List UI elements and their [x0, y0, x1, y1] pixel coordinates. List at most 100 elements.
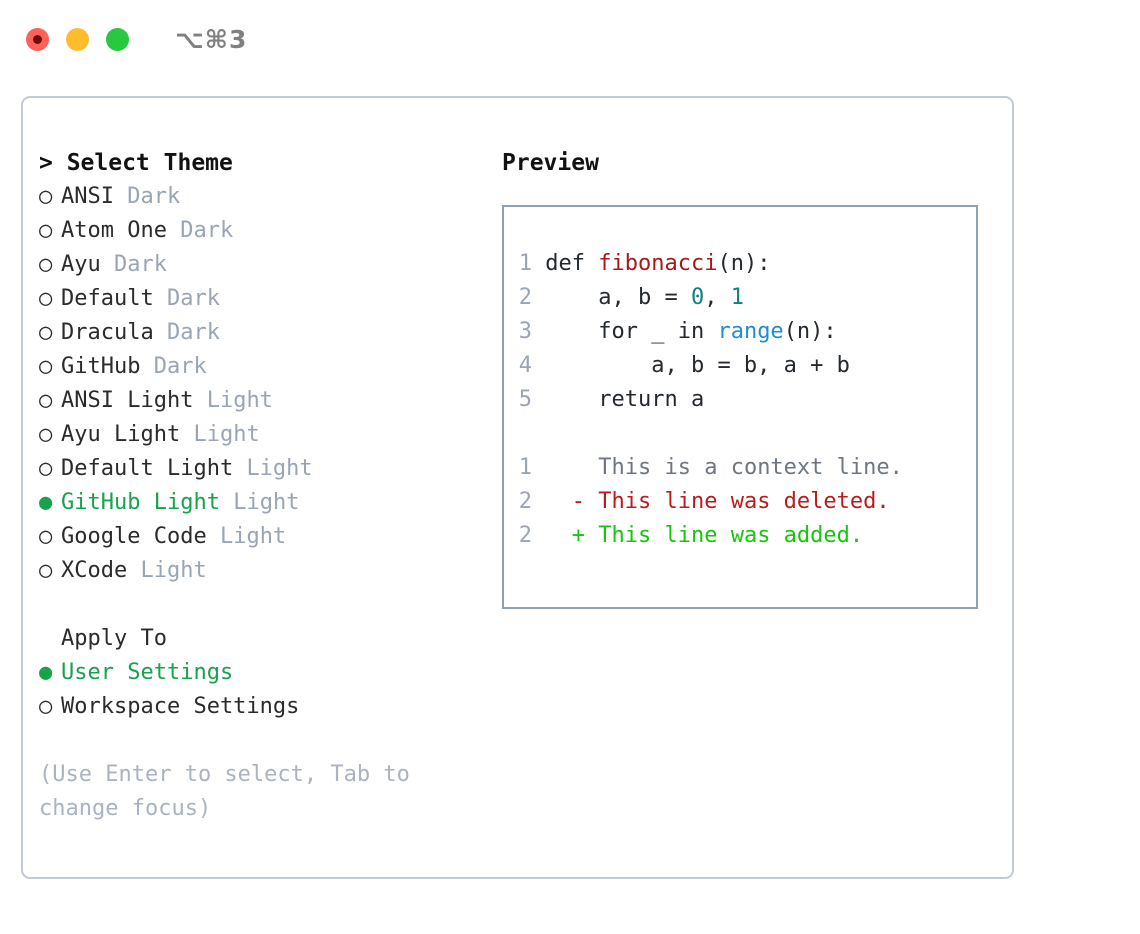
- theme-selector-column: > Select Theme ○ANSI Dark○Atom One Dark○…: [39, 146, 489, 826]
- theme-option-name: Default Light: [61, 456, 234, 481]
- radio-unselected-icon: ○: [39, 286, 53, 311]
- code-gutter-space: [532, 285, 598, 310]
- theme-option-space: [154, 320, 167, 345]
- apply-to-option-label: User Settings: [61, 660, 234, 685]
- theme-option[interactable]: ○ GitHub Dark: [39, 350, 489, 384]
- code-line: 1 def fibonacci(n):: [518, 247, 976, 281]
- theme-option-space: [233, 456, 246, 481]
- theme-option[interactable]: ○Google Code Light: [39, 520, 489, 554]
- theme-option-name: ANSI: [61, 184, 114, 209]
- theme-option[interactable]: ○ Default Light Light: [39, 452, 489, 486]
- theme-option[interactable]: ○Atom One Dark: [39, 214, 489, 248]
- theme-variant-label: Light: [246, 456, 313, 481]
- theme-option-name: GitHub: [61, 354, 141, 379]
- theme-option[interactable]: ○ XCode Light: [39, 554, 489, 588]
- code-gutter-space: [532, 387, 598, 412]
- theme-option-space: [101, 252, 114, 277]
- theme-variant-label: Dark: [114, 252, 167, 277]
- theme-variant-label: Light: [219, 524, 287, 549]
- radio-unselected-icon: ○: [39, 422, 53, 447]
- apply-to-option[interactable]: ● User Settings: [39, 656, 489, 690]
- code-line: 5 return a: [518, 383, 976, 417]
- diff-line: 2 + This line was added.: [518, 519, 976, 553]
- theme-option[interactable]: ○ Ayu Light Light: [39, 418, 489, 452]
- apply-to-heading: Apply To: [39, 622, 489, 656]
- code-line-number: 3: [518, 319, 532, 344]
- theme-option-space: [127, 558, 140, 583]
- diff-gutter-space: [532, 489, 572, 514]
- minimize-button[interactable]: [66, 27, 89, 51]
- close-button[interactable]: [26, 27, 49, 51]
- radio-unselected-icon: ○: [39, 252, 53, 277]
- preview-heading: Preview: [502, 150, 599, 176]
- theme-variant-label: Dark: [153, 354, 207, 379]
- code-gutter-space: [532, 353, 651, 378]
- recording-indicator-icon: [33, 34, 42, 44]
- diff-gutter-space: [532, 523, 572, 548]
- theme-option-space: [180, 422, 193, 447]
- theme-variant-label: Light: [193, 422, 260, 447]
- keyboard-hint-text: (Use Enter to select, Tab to change focu…: [39, 762, 410, 821]
- code-line-number: 1: [518, 251, 532, 276]
- code-gutter-space: [532, 251, 545, 276]
- window-controls: [26, 27, 129, 51]
- radio-unselected-icon: ○: [39, 524, 53, 549]
- theme-option-name: Dracula: [61, 320, 154, 345]
- code-token-plain: a, b =: [598, 285, 691, 310]
- theme-option-name: XCode: [61, 558, 128, 583]
- radio-unselected-icon: ○: [39, 558, 53, 583]
- code-token-plain: a, b = b, a + b: [651, 353, 850, 378]
- diff-sample: 1 This is a context line.2 - This line w…: [518, 451, 976, 553]
- theme-variant-label: Light: [140, 558, 207, 583]
- preview-gap: [518, 417, 976, 451]
- code-line-number: 2: [518, 285, 532, 310]
- theme-option[interactable]: ○Ayu Dark: [39, 248, 489, 282]
- apply-to-option[interactable]: ○ Workspace Settings: [39, 690, 489, 724]
- theme-option[interactable]: ●GitHub Light Light: [39, 486, 489, 520]
- maximize-button[interactable]: [106, 27, 129, 51]
- radio-selected-icon: ●: [39, 660, 53, 685]
- diff-gutter-space: [532, 455, 572, 480]
- theme-option-name: Ayu Light: [61, 422, 181, 447]
- diff-marker-space: [585, 455, 598, 480]
- code-token-num: 1: [730, 285, 744, 310]
- radio-selected-icon: ●: [39, 490, 53, 515]
- theme-option[interactable]: ○ANSI Light Light: [39, 384, 489, 418]
- diff-line-number: 1: [518, 455, 532, 480]
- code-token-fn: fibonacci: [598, 251, 718, 276]
- code-gutter-space: [532, 319, 598, 344]
- code-line-number: 5: [518, 387, 532, 412]
- radio-unselected-icon: ○: [39, 218, 53, 243]
- theme-variant-label: Dark: [127, 184, 181, 209]
- radio-unselected-icon: ○: [39, 456, 53, 481]
- radio-unselected-icon: ○: [39, 320, 53, 345]
- theme-option-space: [114, 184, 127, 209]
- theme-option-name: ANSI Light: [61, 388, 194, 413]
- list-spacer: [39, 588, 489, 622]
- theme-list: ○ANSI Dark○Atom One Dark○Ayu Dark○Defaul…: [39, 180, 489, 588]
- theme-option[interactable]: ○ Default Dark: [39, 282, 489, 316]
- apply-to-option-label: Workspace Settings: [61, 694, 300, 719]
- code-token-plain: def: [545, 251, 599, 276]
- radio-unselected-icon: ○: [39, 694, 53, 719]
- code-token-plain: ,: [704, 285, 731, 310]
- diff-marker: +: [571, 523, 585, 548]
- radio-unselected-icon: ○: [39, 354, 53, 379]
- diff-marker: -: [571, 489, 585, 514]
- diff-marker-space: [585, 523, 598, 548]
- theme-option-name: Default: [61, 286, 154, 311]
- diff-marker-space: [585, 489, 598, 514]
- theme-variant-label: Dark: [166, 320, 220, 345]
- theme-variant-label: Dark: [166, 286, 220, 311]
- theme-option-space: [207, 524, 220, 549]
- code-token-plain: (n):: [783, 319, 837, 344]
- theme-option-name: GitHub Light: [61, 490, 220, 515]
- theme-option[interactable]: ○ Dracula Dark: [39, 316, 489, 350]
- select-theme-heading: > Select Theme: [39, 150, 233, 176]
- diff-line-number: 2: [518, 523, 532, 548]
- theme-option-space: [193, 388, 206, 413]
- theme-option[interactable]: ○ANSI Dark: [39, 180, 489, 214]
